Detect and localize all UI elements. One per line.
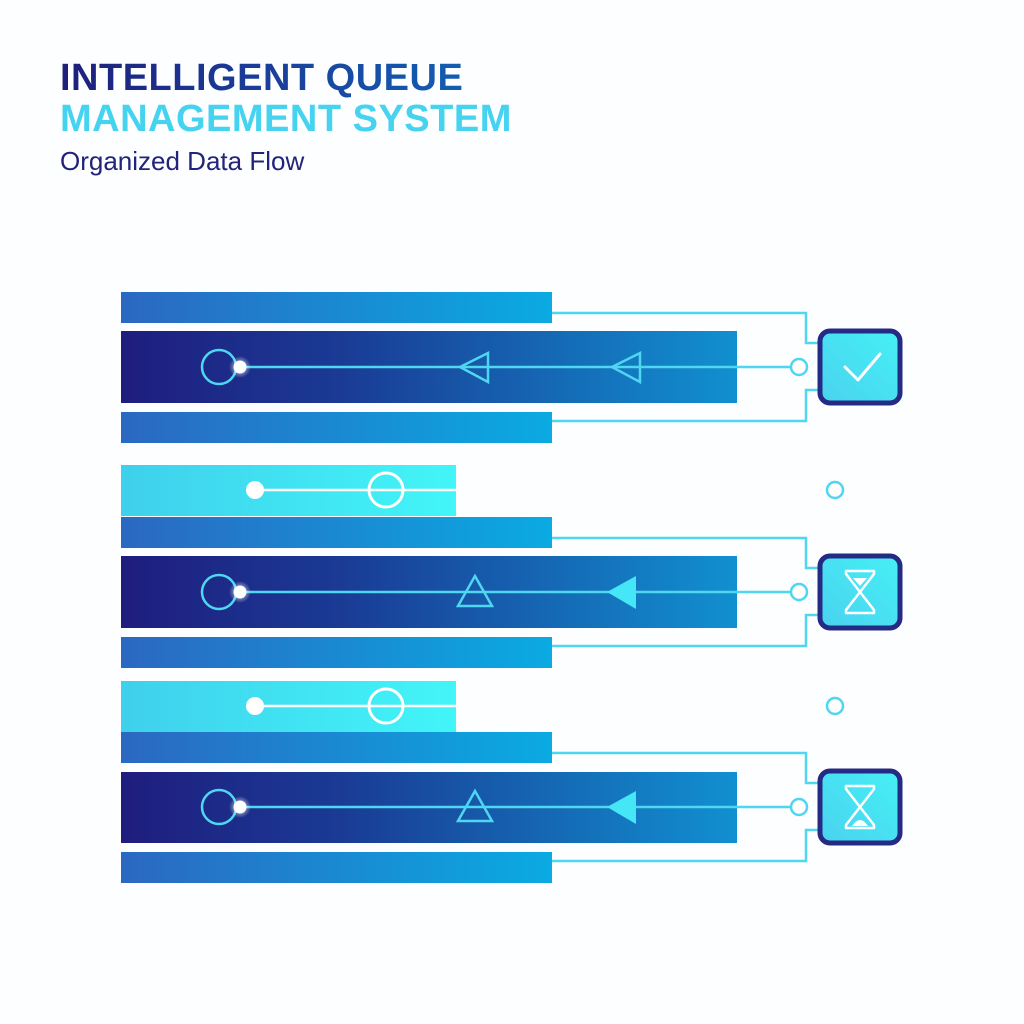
queue-group-2 — [121, 465, 903, 668]
queue-group-1 — [121, 292, 903, 443]
status-box-waiting[interactable] — [817, 768, 903, 846]
incoming-endpoint-icon — [825, 480, 845, 500]
queue-bar-top — [121, 292, 552, 323]
incoming-packet-icon — [246, 697, 264, 715]
triangle-left-outline-icon — [457, 350, 490, 385]
endpoint-node-icon — [789, 797, 809, 817]
queue-bar-bottom — [121, 637, 552, 668]
endpoint-node-icon — [789, 582, 809, 602]
checkmark-icon — [843, 352, 882, 382]
subtitle: Organized Data Flow — [60, 146, 305, 176]
data-packet-icon — [233, 800, 247, 814]
hourglass-icon — [844, 784, 876, 830]
title-line-1: INTELLIGENT QUEUE — [60, 58, 512, 98]
triangle-left-filled-icon — [607, 791, 636, 824]
status-box-completed[interactable] — [817, 328, 903, 406]
incoming-node-icon — [367, 471, 405, 509]
triangle-up-outline-icon — [455, 788, 495, 823]
queue-bar-top — [121, 732, 552, 763]
title-line-2: MANAGEMENT SYSTEM — [60, 98, 512, 140]
triangle-left-outline-icon — [609, 350, 642, 385]
incoming-packet-icon — [246, 481, 264, 499]
status-box-waiting[interactable] — [817, 553, 903, 631]
queue-group-3 — [121, 681, 903, 883]
endpoint-node-icon — [789, 357, 809, 377]
triangle-up-outline-icon — [455, 573, 495, 608]
data-packet-icon — [233, 360, 247, 374]
queue-bar-bottom — [121, 412, 552, 443]
queue-bar-top — [121, 517, 552, 548]
incoming-endpoint-icon — [825, 696, 845, 716]
title-block: INTELLIGENT QUEUE MANAGEMENT SYSTEM Orga… — [60, 58, 512, 178]
incoming-node-icon — [367, 687, 405, 725]
hourglass-icon — [844, 569, 876, 615]
triangle-left-filled-icon — [607, 576, 636, 609]
queue-bar-bottom — [121, 852, 552, 883]
data-packet-icon — [233, 585, 247, 599]
